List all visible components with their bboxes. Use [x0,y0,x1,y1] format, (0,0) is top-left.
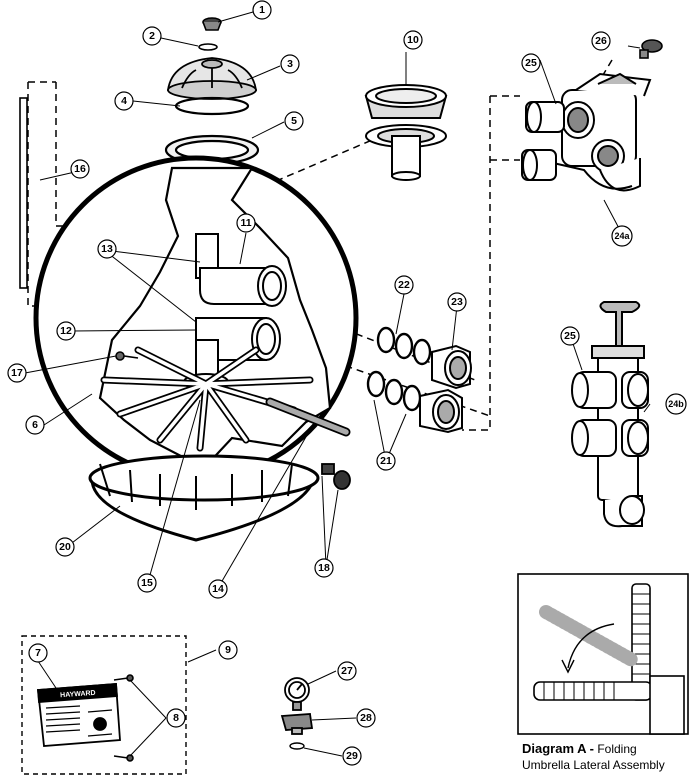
callout-26: 26 [591,31,611,51]
part-16-standpipe [19,97,28,289]
svg-text:20: 20 [59,541,71,553]
svg-text:27: 27 [341,665,353,677]
callout-11: 11 [236,213,256,233]
part-24b-slide-valve [571,301,649,528]
callout-29: 29 [342,746,362,766]
group-9-label-kit [21,635,187,775]
callout-16: 16 [70,159,90,179]
callout-13: 13 [97,239,117,259]
svg-text:25: 25 [564,330,576,342]
part-28-air-relief [280,713,314,735]
svg-text:3: 3 [287,58,293,70]
part-3-dome-closure [166,57,258,100]
part-2-o-ring [198,43,218,51]
callout-15: 15 [137,573,157,593]
callout-20: 20 [55,537,75,557]
diagram-a-title: Diagram A - Folding [522,741,637,756]
svg-text:6: 6 [32,419,38,431]
part-21-o-rings-lower [366,370,422,412]
part-1-top-knob [202,17,222,31]
svg-text:15: 15 [141,577,153,589]
callout-12: 12 [56,321,76,341]
callout-24a: 24a [611,225,633,247]
callout-5: 5 [284,111,304,131]
svg-text:26: 26 [595,35,607,47]
callout-18: 18 [314,558,334,578]
callout-1: 1 [252,0,272,20]
callout-28: 28 [356,708,376,728]
part-20-tank-base [88,454,320,542]
part-25-union-upper-right [521,101,565,181]
svg-text:7: 7 [35,647,41,659]
svg-text:22: 22 [398,279,410,291]
svg-text:8: 8 [173,712,179,724]
callout-25-lower: 25 [560,326,580,346]
part-10-diffuser [364,84,448,181]
part-29-o-ring [289,742,305,750]
part-8-screws [113,674,134,762]
svg-text:23: 23 [451,296,463,308]
svg-text:21: 21 [380,455,392,467]
umbrella-laterals [100,346,314,452]
svg-text:29: 29 [346,750,358,762]
callout-24b: 24b [665,393,687,415]
part-27-gauge [284,677,310,711]
svg-text:13: 13 [101,243,113,255]
svg-text:1: 1 [259,4,265,16]
callout-4: 4 [114,91,134,111]
svg-text:25: 25 [525,57,537,69]
svg-text:18: 18 [318,562,330,574]
svg-text:24a: 24a [614,231,630,241]
callout-7: 7 [28,643,48,663]
svg-text:2: 2 [149,30,155,42]
svg-text:12: 12 [60,325,72,337]
part-21-union-lower [419,388,463,434]
label-brand-text: HAYWARD [60,690,96,699]
part-22-o-rings-upper [376,326,432,366]
svg-text:11: 11 [240,217,251,229]
svg-text:24b: 24b [668,399,684,409]
callout-25-upper: 25 [521,53,541,73]
part-7-instruction-label: HAYWARD [37,683,121,747]
part-24a-multiport-valve [539,72,652,192]
diagram-a-subtitle: Umbrella Lateral Assembly [522,758,665,772]
part-14-lateral [265,397,351,437]
part-18-drain-caps [321,463,351,490]
svg-text:5: 5 [291,115,297,127]
part-26-pressure-gauge [639,39,663,59]
callout-10: 10 [403,30,423,50]
callout-14: 14 [208,579,228,599]
callout-27: 27 [337,661,357,681]
diagram-a-box [517,573,689,735]
part-4-closure-ring [174,96,250,116]
callout-8: 8 [166,708,186,728]
svg-text:9: 9 [225,644,231,656]
callout-6: 6 [25,415,45,435]
leader-lines [24,11,651,757]
svg-text:14: 14 [212,583,224,595]
callout-9: 9 [218,640,238,660]
svg-text:17: 17 [11,367,23,379]
part-11-upper-diffuser-pipe [195,233,287,307]
callout-3: 3 [280,54,300,74]
callout-2: 2 [142,26,162,46]
callout-22: 22 [394,275,414,295]
svg-text:10: 10 [407,34,419,46]
callout-21: 21 [376,451,396,471]
callout-17: 17 [7,363,27,383]
part-23-union-upper [431,344,472,390]
callout-23: 23 [447,292,467,312]
svg-text:28: 28 [360,712,372,724]
svg-text:16: 16 [74,163,86,175]
svg-text:4: 4 [121,95,127,107]
